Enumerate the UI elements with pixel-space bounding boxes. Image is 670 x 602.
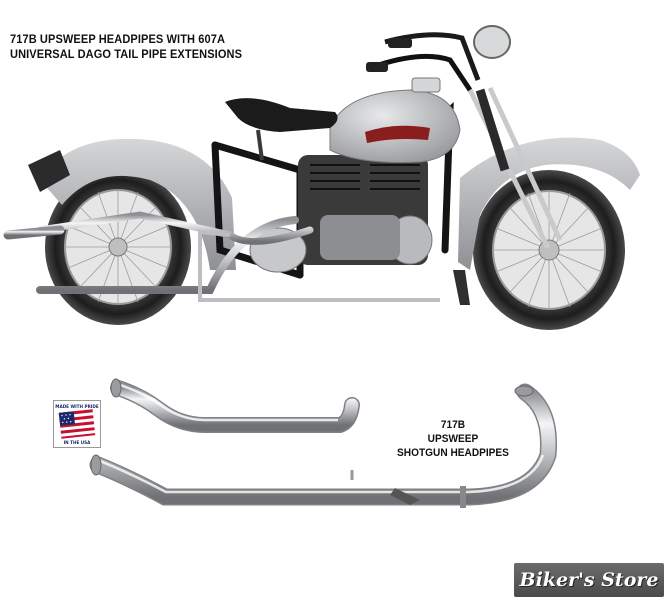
store-watermark-label: Biker's Store — [519, 569, 659, 591]
made-in-usa-badge: MADE WITH PRIDE IN THE USA — [53, 400, 101, 448]
front-fender — [458, 137, 640, 270]
pipes-caption-line2: UPSWEEP — [427, 433, 479, 445]
rear-light — [28, 150, 70, 192]
rear-fender — [40, 138, 236, 270]
product-caption-line1: 717B UPSWEEP HEADPIPES WITH 607A — [10, 32, 226, 46]
seat — [225, 98, 338, 132]
pipes-caption: 717B UPSWEEP SHOTGUN HEADPIPES — [393, 418, 513, 460]
motorcycle — [3, 25, 640, 330]
fork-spring — [475, 88, 510, 172]
shotgun-headpipes — [89, 378, 558, 508]
usa-badge-top-text: MADE WITH PRIDE — [55, 404, 99, 409]
store-watermark: Biker's Store — [514, 563, 664, 597]
headlight — [473, 25, 511, 59]
tank-emblem — [365, 125, 430, 143]
engine — [249, 155, 433, 273]
pipes-caption-line1: 717B — [440, 419, 466, 431]
usa-flag-icon: MADE WITH PRIDE IN THE USA — [55, 404, 99, 445]
front-fork — [467, 86, 563, 250]
usa-badge-bottom-text: IN THE USA — [64, 440, 92, 445]
installed-exhaust — [3, 211, 440, 302]
product-caption-line2: UNIVERSAL DAGO TAIL PIPE EXTENSIONS — [10, 47, 243, 61]
pipes-caption-line3: SHOTGUN HEADPIPES — [397, 447, 509, 459]
product-caption: 717B UPSWEEP HEADPIPES WITH 607A UNIVERS… — [10, 32, 242, 62]
